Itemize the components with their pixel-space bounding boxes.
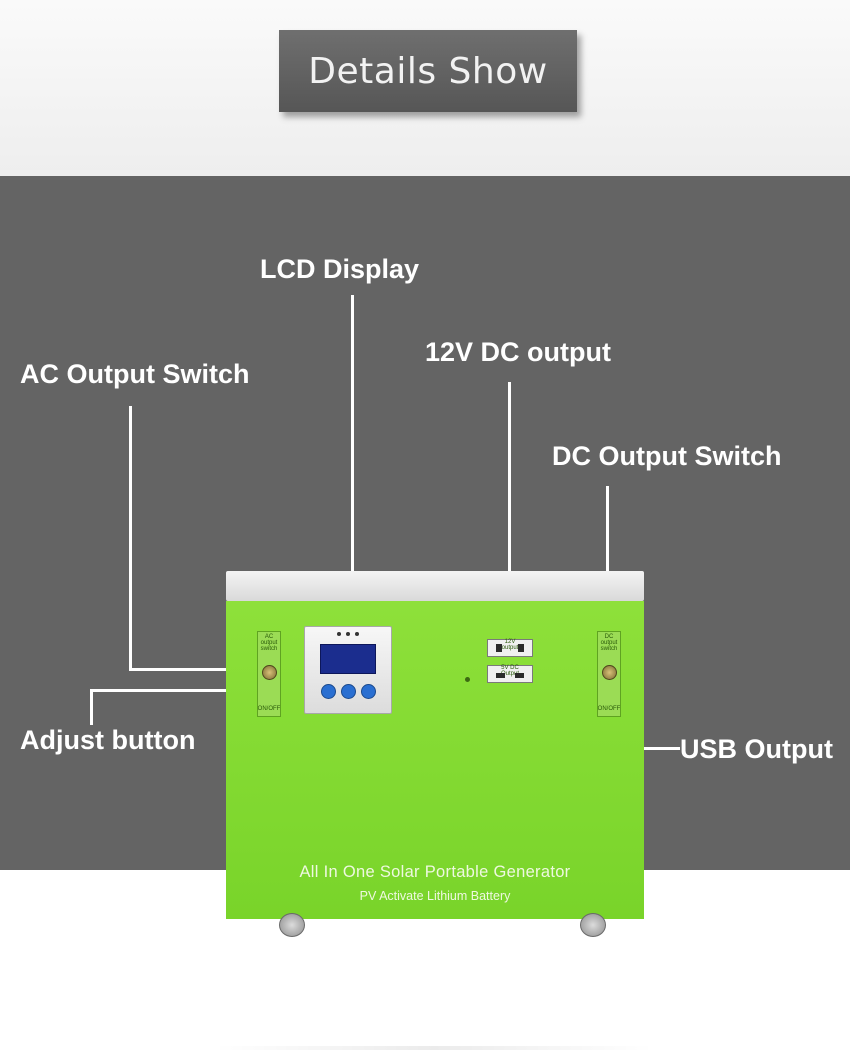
indicator-hole (465, 677, 470, 682)
brand-subtitle: PV Activate Lithium Battery (359, 889, 511, 903)
callout-line-ac-vertical (129, 406, 132, 671)
ac-switch-state: ON/OFF (257, 706, 281, 712)
dc-output-switch[interactable] (602, 665, 617, 680)
label-ac-output-switch: AC Output Switch (20, 359, 250, 389)
label-adjust-button: Adjust button (20, 725, 196, 755)
title-box: Details Show (279, 30, 577, 112)
left-wheel (279, 913, 305, 937)
callout-line-12v (508, 382, 511, 646)
dc-switch-state: ON/OFF (597, 706, 621, 712)
page-title: Details Show (308, 50, 548, 92)
label-12v-dc-output: 12V DC output (425, 337, 611, 367)
generator-body: AC output switch ON/OFF 12V output 5V DC… (226, 601, 644, 919)
dc-12v-port-right[interactable] (518, 644, 524, 652)
usb-port-right[interactable] (515, 673, 524, 678)
label-lcd-display: LCD Display (260, 254, 420, 284)
usb-port-left[interactable] (496, 673, 505, 678)
label-usb-output: USB Output (680, 734, 833, 764)
adjust-button-down[interactable] (341, 684, 356, 699)
dc-12v-port-label: 12V output (501, 639, 519, 651)
generator-handle-top (226, 571, 644, 601)
callout-line-lcd (351, 295, 354, 633)
lcd-screen (320, 644, 376, 674)
ac-switch-panel: AC output switch ON/OFF (257, 631, 281, 717)
adjust-button-enter[interactable] (361, 684, 376, 699)
callout-line-adjust-vertical (90, 689, 93, 725)
label-dc-output-switch: DC Output Switch (552, 441, 782, 471)
dc-12v-port-left[interactable] (496, 644, 502, 652)
dc-12v-port-panel: 12V output (487, 639, 533, 657)
ac-switch-panel-label: AC output switch (260, 634, 278, 652)
callout-line-adjust-horizontal (90, 689, 322, 692)
adjust-button-up[interactable] (321, 684, 336, 699)
brand-title: All In One Solar Portable Generator (299, 863, 571, 881)
lcd-indicator-dots (337, 632, 361, 637)
solar-generator: AC output switch ON/OFF 12V output 5V DC… (226, 571, 644, 919)
ac-output-switch[interactable] (262, 665, 277, 680)
header-band: Details Show (0, 0, 850, 176)
usb-port-label: 5V DC Output (500, 665, 519, 677)
lcd-panel (304, 626, 392, 714)
floor-shadow (214, 1046, 654, 1050)
callout-line-ac-horizontal (129, 668, 268, 671)
dc-switch-panel-label: DC output switch (600, 634, 618, 652)
dc-switch-panel: DC output switch ON/OFF (597, 631, 621, 717)
usb-port-panel: 5V DC Output (487, 665, 533, 683)
right-wheel (580, 913, 606, 937)
